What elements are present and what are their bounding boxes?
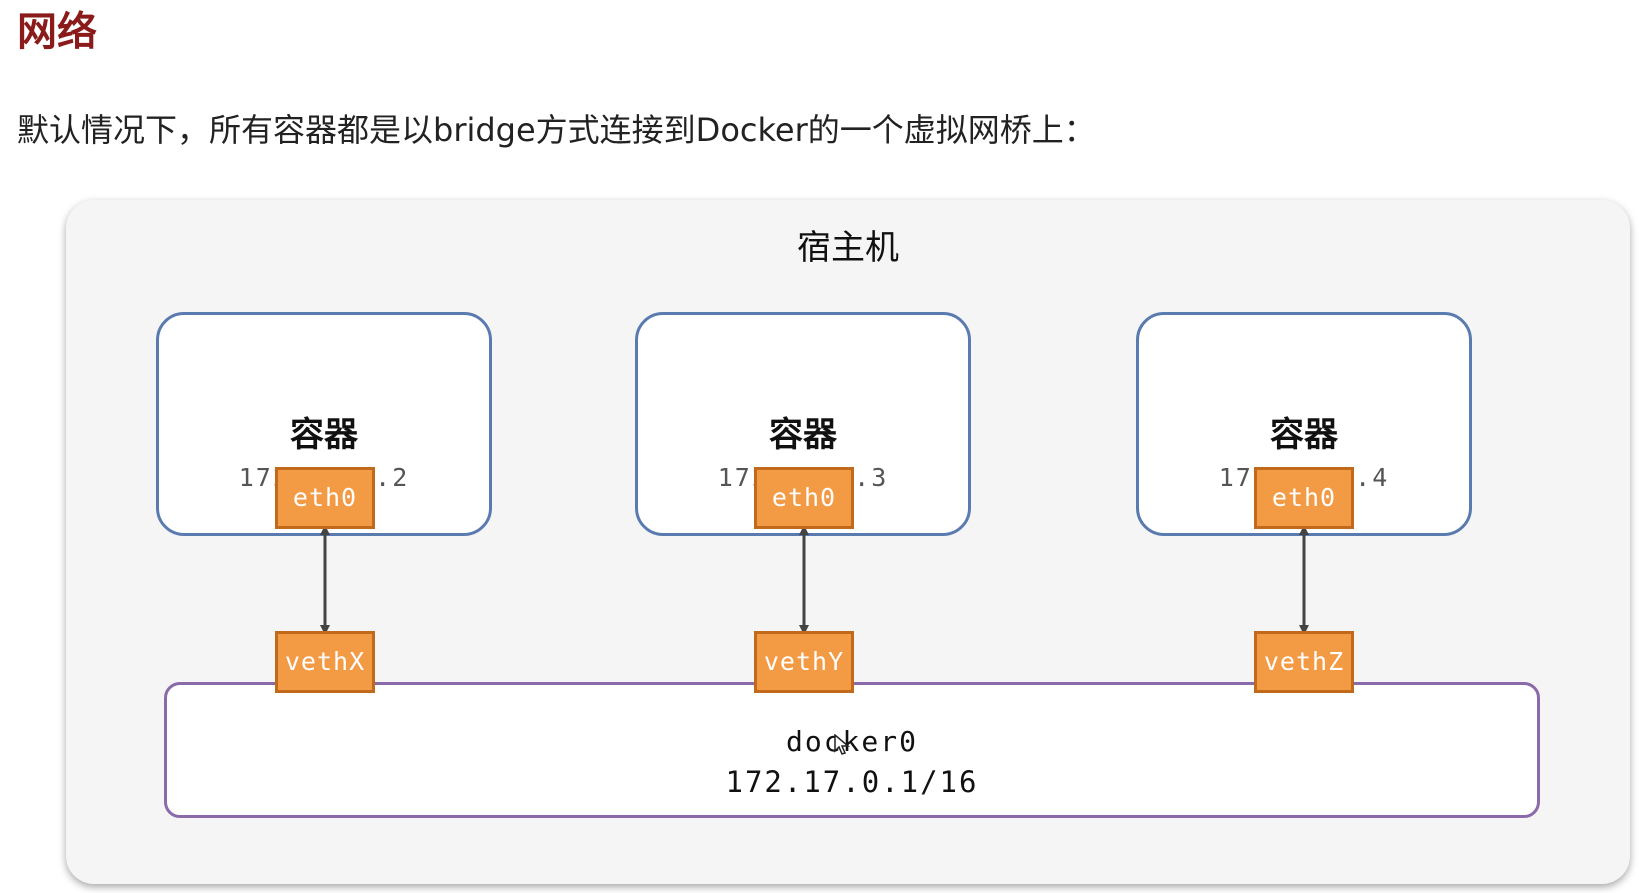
eth0-interface-2: eth0 <box>754 467 854 529</box>
mouse-cursor-icon <box>834 734 850 755</box>
docker0-bridge-box: docker0 172.17.0.1/16 <box>164 682 1540 818</box>
veth-interface-3: vethZ <box>1254 631 1354 693</box>
intro-text: 默认情况下，所有容器都是以bridge方式连接到Docker的一个虚拟网桥上： <box>17 111 1096 149</box>
eth0-interface-3: eth0 <box>1254 467 1354 529</box>
veth-interface-2: vethY <box>754 631 854 693</box>
container-label: 容器 <box>769 415 837 455</box>
veth-interface-1: vethX <box>275 631 375 693</box>
container-label: 容器 <box>290 415 358 455</box>
bridge-name: docker0 <box>785 725 918 758</box>
section-heading: 网络 <box>17 9 97 55</box>
eth0-interface-1: eth0 <box>275 467 375 529</box>
bridge-ip: 172.17.0.1/16 <box>725 765 979 799</box>
host-machine-box: 宿主机 容器 172.17.0.2 容器 172.17.0.3 容器 172.1… <box>66 200 1630 884</box>
host-machine-label: 宿主机 <box>797 228 899 268</box>
container-label: 容器 <box>1270 415 1338 455</box>
